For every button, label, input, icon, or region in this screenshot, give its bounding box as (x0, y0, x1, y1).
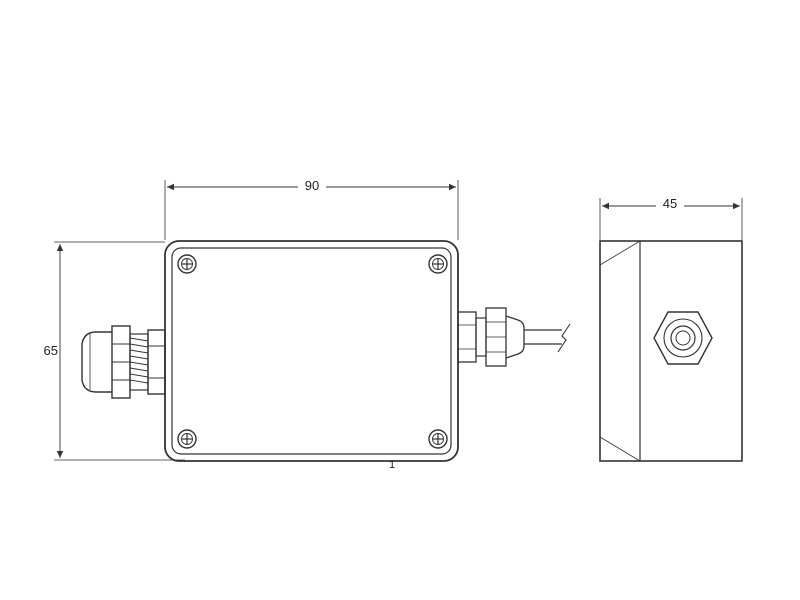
height-dimension-label: 65 (44, 343, 58, 358)
width-dimension: 90 (164, 178, 459, 240)
screw-top-right-icon (428, 254, 448, 274)
cable-icon (524, 323, 571, 353)
front-view: 90 65 1 (44, 178, 571, 471)
width-dimension-label: 90 (305, 178, 319, 193)
height-dimension: 65 (44, 241, 185, 461)
side-gland-icon (653, 311, 713, 365)
depth-dimension-label: 45 (663, 196, 677, 211)
enclosure-side (599, 240, 743, 462)
depth-dimension: 45 (599, 196, 743, 240)
screw-bottom-right-icon (428, 429, 448, 449)
left-cable-gland-icon (81, 325, 166, 399)
callout-number: 1 (389, 459, 395, 471)
right-cable-gland-icon (457, 307, 525, 367)
screw-bottom-left-icon (177, 429, 197, 449)
enclosure-body: 1 (164, 240, 459, 471)
screw-top-left-icon (177, 254, 197, 274)
side-view: 45 (599, 196, 743, 462)
